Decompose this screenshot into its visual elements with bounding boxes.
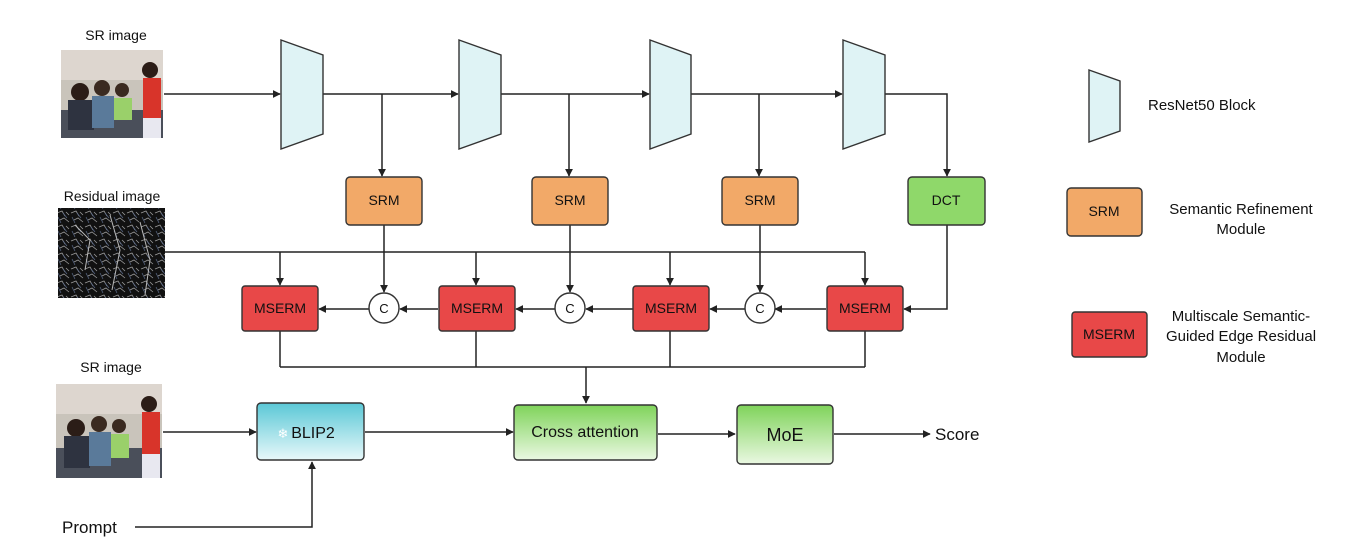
concat-node-2-label: C xyxy=(565,301,574,316)
srm-box-2: SRM xyxy=(531,176,609,226)
srm-box-3-label: SRM xyxy=(744,192,775,208)
sr-image-bottom-label: SR image xyxy=(80,359,142,375)
srm-box-3: SRM xyxy=(721,176,799,226)
mserm-box-2: MSERM xyxy=(438,285,516,332)
arrow-prompt-to-blip2 xyxy=(135,461,316,528)
concat-node-3-label: C xyxy=(755,301,764,316)
concat-node-1-label: C xyxy=(379,301,388,316)
residual-image-label: Residual image xyxy=(64,188,161,204)
resnet-block-1 xyxy=(280,39,324,150)
snowflake-icon: ❄ xyxy=(278,427,289,442)
concat-node-1: C xyxy=(368,292,400,324)
legend-srm-swatch xyxy=(1066,187,1143,237)
residual-image-thumbnail xyxy=(58,208,165,298)
legend-mserm-desc-line1: Multiscale Semantic- xyxy=(1172,308,1310,325)
resnet-block-4 xyxy=(842,39,886,150)
legend-srm-desc-line1: Semantic Refinement xyxy=(1169,201,1313,218)
connectors xyxy=(135,90,951,528)
sr-image-bottom-thumbnail xyxy=(56,384,162,478)
mserm-box-3: MSERM xyxy=(632,285,710,332)
blip2-label: BLIP2 xyxy=(291,425,335,442)
moe-label: MoE xyxy=(766,425,803,445)
score-label: Score xyxy=(935,425,979,444)
sr-image-top-label: SR image xyxy=(85,27,147,43)
legend-mserm-abbrev: MSERM xyxy=(1083,326,1135,342)
concat-node-2: C xyxy=(554,292,586,324)
concat-node-3: C xyxy=(744,292,776,324)
legend-mserm-swatch xyxy=(1071,311,1148,358)
legend-resnet-label: ResNet50 Block xyxy=(1148,97,1256,114)
resnet-block-2 xyxy=(458,39,502,150)
legend: ResNet50 Block SRM Semantic Refinement M… xyxy=(1066,69,1316,366)
legend-mserm-desc-line2: Guided Edge Residual xyxy=(1166,328,1316,345)
legend-srm-abbrev: SRM xyxy=(1088,203,1119,219)
dct-box: DCT xyxy=(907,176,986,226)
mserm-box-4: MSERM xyxy=(826,285,904,332)
cross-attention-box: Cross attention xyxy=(513,404,658,461)
blip2-box: ❄ BLIP2 xyxy=(256,402,365,461)
arrow-dct-to-mserm4 xyxy=(903,225,948,313)
mserm-box-4-label: MSERM xyxy=(839,300,891,316)
srm-box-1-label: SRM xyxy=(368,192,399,208)
resnet-block-3 xyxy=(649,38,692,151)
mserm-box-3-label: MSERM xyxy=(645,300,697,316)
mserm-box-1: MSERM xyxy=(241,285,319,332)
arrow-block4-to-dct xyxy=(885,93,951,177)
moe-box: MoE xyxy=(736,404,834,465)
legend-resnet-swatch xyxy=(1088,69,1121,143)
srm-box-2-label: SRM xyxy=(554,192,585,208)
legend-srm-desc-line2: Module xyxy=(1216,221,1265,238)
cross-attention-label: Cross attention xyxy=(531,424,639,441)
mserm-box-1-label: MSERM xyxy=(254,300,306,316)
legend-mserm-desc-line3: Module xyxy=(1216,349,1265,366)
prompt-label: Prompt xyxy=(62,518,117,537)
sr-image-top-thumbnail xyxy=(61,50,163,138)
srm-box-1: SRM xyxy=(345,176,423,226)
mserm-box-2-label: MSERM xyxy=(451,300,503,316)
dct-box-label: DCT xyxy=(932,192,961,208)
